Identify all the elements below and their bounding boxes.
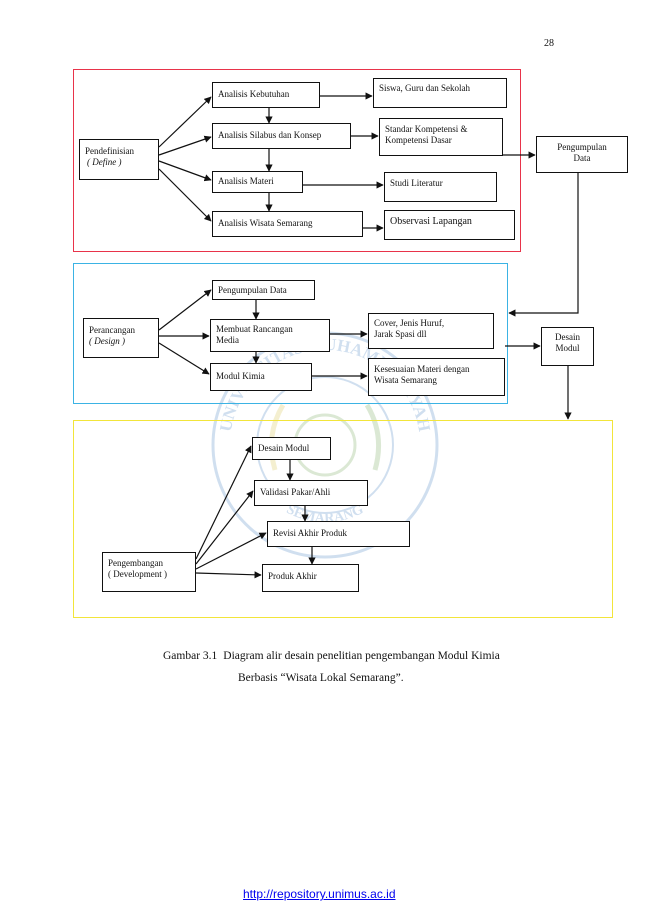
design-step-rancangan: Membuat Rancangan Media [210,319,330,352]
development-section [73,420,613,618]
define-step-materi: Analisis Materi [212,171,303,193]
repository-link[interactable]: http://repository.unimus.ac.id [243,887,396,901]
define-stage-sublabel: ( Define ) [87,157,122,167]
develop-step-revisi: Revisi Akhir Produk [267,521,410,547]
develop-step-produk: Produk Akhir [262,564,359,592]
caption-line1: Diagram alir desain penelitian pengemban… [223,650,500,662]
design-stage-label: Perancangan [89,325,135,335]
page-number: 28 [544,38,554,49]
collect-data-box: Pengumpulan Data [536,136,628,173]
design-stage-sublabel: ( Design ) [89,336,125,346]
development-stage-sublabel: ( Development ) [108,569,167,579]
define-step-kebutuhan: Analisis Kebutuhan [212,82,320,108]
define-stage-label: Pendefinisian [85,146,134,156]
development-stage-box: Pengembangan ( Development ) [102,552,196,592]
design-module-box: Desain Modul [541,327,594,366]
define-step-silabus: Analisis Silabus dan Konsep [212,123,351,149]
design-section [73,263,508,404]
caption-label: Gambar 3.1 [163,650,218,662]
develop-step-validasi: Validasi Pakar/Ahli [254,480,368,506]
design-step-pengumpulan: Pengumpulan Data [212,280,315,300]
design-step-modul-kimia: Modul Kimia [210,363,312,391]
define-outcome-observasi: Observasi Lapangan [384,210,515,240]
define-section [73,69,521,252]
define-outcome-kompetensi: Standar Kompetensi & Kompetensi Dasar [379,118,503,156]
define-stage-box: Pendefinisian ( Define ) [79,139,159,180]
caption-line2: Berbasis “Wisata Lokal Semarang”. [238,672,404,684]
design-outcome-kesesuaian: Kesesuaian Materi dengan Wisata Semarang [368,358,505,396]
development-stage-label: Pengembangan [108,558,163,568]
define-outcome-siswa: Siswa, Guru dan Sekolah [373,78,507,108]
develop-step-desain: Desain Modul [252,437,331,460]
design-outcome-cover: Cover, Jenis Huruf, Jarak Spasi dll [368,313,494,349]
figure-caption: Gambar 3.1 Diagram alir desain penelitian… [163,645,583,689]
define-step-wisata: Analisis Wisata Semarang [212,211,363,237]
design-stage-box: Perancangan ( Design ) [83,318,159,358]
define-outcome-literatur: Studi Literatur [384,172,497,202]
